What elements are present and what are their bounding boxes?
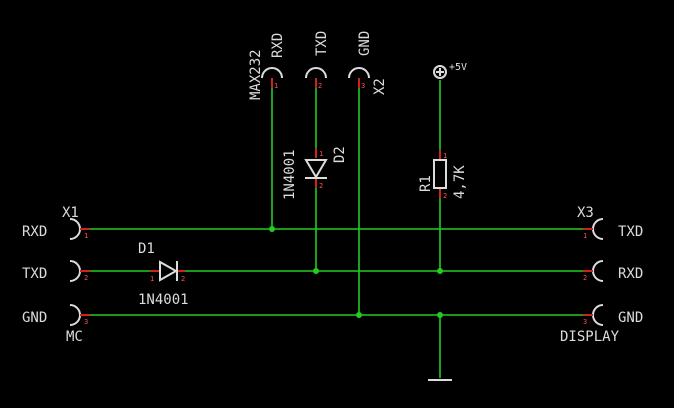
r1-pin2-number: 2 bbox=[443, 192, 447, 200]
x1-pin-gnd-label: GND bbox=[22, 310, 47, 326]
x3-name: X3 bbox=[577, 205, 594, 221]
x3-pin1-number: 1 bbox=[583, 232, 587, 240]
junctions bbox=[269, 226, 443, 318]
connector-x3: X3 TXD RXD GND DISPLAY 1 2 3 bbox=[560, 205, 643, 345]
x3-pin3-number: 3 bbox=[583, 318, 587, 326]
x2-name: X2 bbox=[372, 78, 388, 95]
junction-gnd-symbol bbox=[437, 312, 443, 318]
d1-anode-number: 1 bbox=[150, 275, 154, 283]
x1-pin3-socket bbox=[69, 304, 81, 326]
x1-pin1-number: 1 bbox=[84, 232, 88, 240]
junction-txd-r1 bbox=[437, 268, 443, 274]
x3-pin2-number: 2 bbox=[583, 274, 587, 282]
x2-pin-gnd-label: GND bbox=[357, 31, 373, 56]
d1-triangle bbox=[159, 260, 179, 282]
diode-d2: D2 1N4001 1 2 bbox=[282, 146, 348, 200]
x3-pin1-socket bbox=[592, 218, 604, 240]
nets bbox=[90, 80, 583, 378]
x1-part-label: MC bbox=[66, 329, 83, 345]
x3-pin-txd-label: TXD bbox=[618, 224, 643, 240]
connector-x1: X1 RXD TXD GND MC 1 2 3 bbox=[22, 205, 90, 345]
d2-value: 1N4001 bbox=[282, 149, 298, 200]
d2-anode-number: 1 bbox=[319, 150, 323, 158]
x1-pin2-socket bbox=[69, 260, 81, 282]
r1-value: 4,7K bbox=[452, 165, 468, 199]
supply-circle bbox=[433, 65, 447, 79]
x2-part-label: MAX232 bbox=[248, 49, 264, 100]
diode-d1: D1 1N4001 1 2 bbox=[138, 241, 189, 308]
d1-name: D1 bbox=[138, 241, 155, 257]
x3-part-label: DISPLAY bbox=[560, 329, 620, 345]
d2-name: D2 bbox=[332, 146, 348, 163]
r1-body bbox=[433, 159, 447, 189]
x3-pin3-socket bbox=[592, 304, 604, 326]
x1-pin3-number: 3 bbox=[84, 318, 88, 326]
x2-pin2-number: 2 bbox=[318, 82, 322, 90]
junction-rxd bbox=[269, 226, 275, 232]
x2-pin1-socket bbox=[261, 67, 283, 79]
supply-5v: +5V bbox=[433, 62, 467, 79]
x2-pin3-socket bbox=[348, 67, 370, 79]
junction-gnd-x2 bbox=[356, 312, 362, 318]
x3-pin-rxd-label: RXD bbox=[618, 266, 643, 282]
d1-cathode-number: 2 bbox=[181, 275, 185, 283]
x2-pin-rxd-label: RXD bbox=[270, 33, 286, 58]
x2-pin2-socket bbox=[305, 67, 327, 79]
r1-name: R1 bbox=[418, 175, 434, 192]
x1-pin2-number: 2 bbox=[84, 274, 88, 282]
x1-name: X1 bbox=[62, 205, 79, 221]
x1-pin1-socket bbox=[69, 218, 81, 240]
x3-pin2-socket bbox=[592, 260, 604, 282]
x1-pin-rxd-label: RXD bbox=[22, 224, 47, 240]
junction-txd-d2 bbox=[313, 268, 319, 274]
x2-pin3-number: 3 bbox=[361, 82, 365, 90]
x1-pin-txd-label: TXD bbox=[22, 266, 47, 282]
x2-pin1-number: 1 bbox=[274, 82, 278, 90]
supply-label: +5V bbox=[449, 62, 467, 73]
resistor-r1: R1 4,7K 1 2 bbox=[418, 150, 468, 200]
r1-pin1-number: 1 bbox=[443, 152, 447, 160]
d2-triangle bbox=[304, 159, 328, 179]
x3-pin-gnd-label: GND bbox=[618, 310, 643, 326]
d2-cathode-number: 2 bbox=[319, 182, 323, 190]
connector-x2: RXD TXD GND MAX232 X2 1 2 3 bbox=[248, 31, 388, 100]
d1-value: 1N4001 bbox=[138, 292, 189, 308]
x2-pin-txd-label: TXD bbox=[314, 31, 330, 56]
